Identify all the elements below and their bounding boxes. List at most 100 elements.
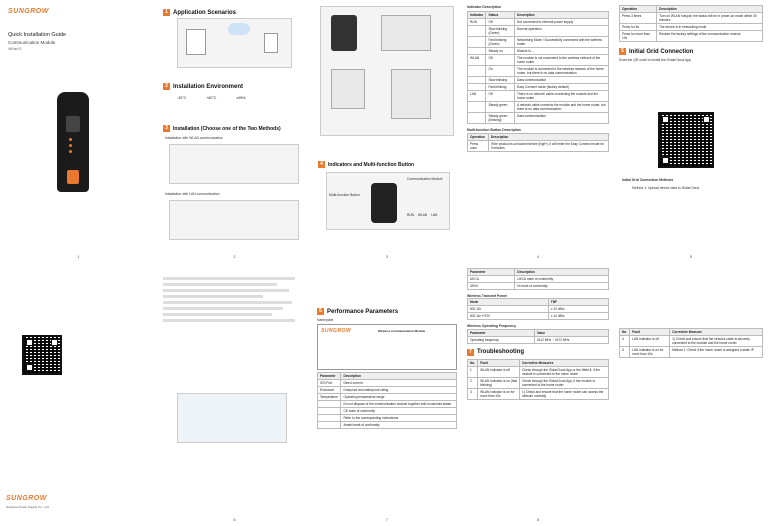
indicator-cell: Fast blinking (Green) bbox=[485, 36, 516, 49]
indicator-table-panel: Indicator Description Indicator Status D… bbox=[462, 0, 614, 263]
indicator-cell: Off bbox=[485, 54, 516, 67]
page-number: 6 bbox=[233, 517, 236, 522]
indicator-cell bbox=[466, 112, 487, 125]
back-cover-panel: SUNGROW Sungrow Power Supply Co., Ltd. bbox=[0, 263, 157, 526]
wireless-freq-title: Wireless Operating Frequency bbox=[467, 324, 516, 329]
page-number: 5 bbox=[689, 254, 693, 259]
lan-install-label: Installation with LAN communication bbox=[165, 192, 220, 196]
indicator-cell: There is no network cable connecting the… bbox=[514, 90, 609, 103]
indicator-cell: The module is not connected to the wirel… bbox=[514, 54, 609, 67]
indicator-cell: A network cable connects the module and … bbox=[514, 101, 609, 114]
indicator-desc-title: Indicator Description bbox=[467, 5, 501, 9]
wireless-power-title: Wireless Transmit Power bbox=[467, 294, 508, 298]
text-panel: 6 bbox=[157, 263, 312, 526]
indicator-cell: Module is ... bbox=[514, 47, 609, 56]
indicator-cell bbox=[466, 36, 487, 49]
wlan-label: WLAN bbox=[417, 213, 428, 217]
indicator-cell: Not connected to external power supply bbox=[514, 18, 609, 27]
indicator-cell: Data communication bbox=[514, 76, 609, 85]
page-number: 4 bbox=[536, 254, 540, 259]
indicator-cell: Steady on bbox=[485, 47, 516, 56]
indicator-cell: Steady green (blinking) bbox=[485, 112, 516, 125]
indicator-cell: LAN bbox=[466, 90, 487, 103]
app-qr-code[interactable] bbox=[658, 112, 714, 168]
env-values: -30°C +60°C ≤95% bbox=[177, 96, 246, 100]
lan-install-diagram bbox=[169, 200, 299, 240]
scenario-diagram bbox=[177, 18, 292, 68]
cover-model: WiNet-S bbox=[8, 47, 22, 51]
indicator-cell: RUN bbox=[466, 18, 487, 27]
indicator-cell: Off bbox=[485, 18, 516, 27]
indicator-cell: Easy Connect mode (factory default) bbox=[514, 83, 609, 92]
page-number: 2 bbox=[233, 254, 236, 259]
indicator-cell: On bbox=[485, 65, 516, 78]
back-qr-code[interactable] bbox=[22, 335, 62, 375]
indicator-cell bbox=[466, 76, 487, 85]
indicator-cell bbox=[466, 83, 487, 92]
indicator-cell bbox=[466, 25, 487, 38]
indicator-cell: WLAN bbox=[466, 54, 487, 67]
indicator-cell: Networking Mode / Successfully connected… bbox=[514, 36, 609, 49]
cover-panel: SUNGROW Quick Installation Guide Communi… bbox=[0, 0, 157, 263]
indicator-cell bbox=[466, 47, 487, 56]
indicator-cell: Normal operation bbox=[514, 25, 609, 38]
run-label: RUN bbox=[407, 213, 414, 217]
indicator-diagram: Communication Module Multi-function Butt… bbox=[326, 172, 450, 230]
indicator-cell: The module is connected to the wireless … bbox=[514, 65, 609, 78]
indicator-cell: Data communication bbox=[514, 112, 609, 125]
indicator-cell: Slow blinking bbox=[485, 76, 516, 85]
method-title: Initial Grid Connection Methods bbox=[622, 178, 674, 182]
page-number: 3 bbox=[385, 254, 389, 259]
button-desc-title: Multi-function Button Description bbox=[467, 128, 521, 133]
page-number: 8 bbox=[536, 517, 540, 522]
lan-label: LAN bbox=[431, 213, 438, 217]
scan-text: Scan the QR code to install the iSolarCl… bbox=[619, 58, 691, 62]
app-screenshot bbox=[177, 393, 287, 443]
method1: Method 1: Upload device data to iSolarCl… bbox=[632, 186, 700, 190]
indicator-row: Slow blinking (Green)Normal operation bbox=[466, 25, 609, 38]
temp-low: -30°C bbox=[177, 96, 187, 100]
wlan-install-diagram bbox=[169, 144, 299, 184]
module-label: Communication Module bbox=[407, 177, 443, 181]
company-name: Sungrow Power Supply Co., Ltd. bbox=[6, 505, 50, 509]
communication-module-image bbox=[57, 92, 89, 192]
indicator-cell bbox=[466, 101, 487, 114]
temp-high: +60°C bbox=[206, 96, 217, 100]
indicator-cell: Off bbox=[485, 90, 516, 103]
wlan-install-label: Installation with WLAN communication bbox=[165, 136, 223, 140]
cover-subtitle: Communication Module bbox=[8, 40, 56, 45]
nameplate-title: Nameplate bbox=[317, 318, 334, 322]
nameplate-image: SUNGROW Wireless Communication Module bbox=[317, 324, 457, 371]
humidity: ≤95% bbox=[236, 96, 246, 100]
indicator-cell: Steady green bbox=[485, 101, 516, 114]
brand-logo: SUNGROW bbox=[8, 8, 49, 15]
button-label: Multi-function Button bbox=[329, 193, 360, 197]
indicator-row: Fast blinking (Green)Networking Mode / S… bbox=[466, 36, 609, 49]
install-steps-diagram bbox=[320, 6, 454, 136]
